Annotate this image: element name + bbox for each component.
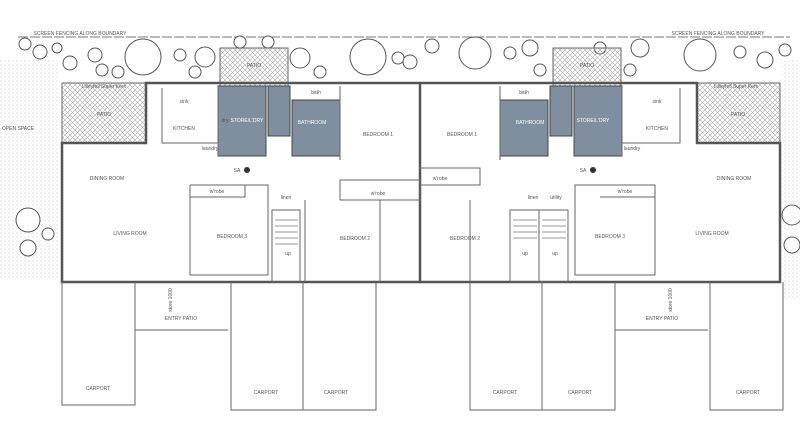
dry-label-left: dry <box>222 118 229 124</box>
interior-walls-right <box>420 86 681 283</box>
carport-label-6: CARPORT <box>736 390 760 396</box>
bathroom-label-right: BATHROOM <box>516 120 545 126</box>
unit-right-walls <box>420 81 782 284</box>
carport-label-3: CARPORT <box>324 390 348 396</box>
bathroom-right <box>499 99 549 157</box>
wrobe-label-3: w'robe <box>433 176 448 182</box>
patio-label-right: PATIO <box>731 112 745 118</box>
sa-label-right: SA <box>580 168 587 174</box>
up-label-left: up <box>285 251 291 257</box>
store-1000-left: store 1000 <box>168 288 174 312</box>
bathroom-left <box>291 99 341 157</box>
bathroom-label-left: BATHROOM <box>298 120 327 126</box>
sa-label-left: SA <box>234 168 241 174</box>
carports-left <box>61 282 377 411</box>
linen-label-right: linen <box>528 195 539 201</box>
bedroom3-label-left: BEDROOM 3 <box>217 234 247 240</box>
store-label-left: STORE/L'DRY <box>231 118 264 124</box>
paved-left <box>61 82 147 144</box>
patio-label-rear-right: PATIO <box>580 63 594 69</box>
pergola-label-right: Lilleyfell Super Kern <box>714 84 759 90</box>
kitchen-label-right: KITCHEN <box>646 126 668 132</box>
wrobe-label-1: w'robe <box>210 189 225 195</box>
wrobe-label-4: w'robe <box>618 189 633 195</box>
carport-label-1: CARPORT <box>86 386 110 392</box>
wc-left <box>267 85 291 137</box>
store-laundry-left <box>217 85 267 157</box>
fence-label-left: SCREEN FENCING ALONG BOUNDARY <box>34 31 128 37</box>
store-1000-right: store 1000 <box>668 288 674 312</box>
open-space-label: OPEN SPACE <box>2 126 35 132</box>
trees <box>15 35 800 257</box>
dining-label-left: DINING ROOM <box>90 176 124 182</box>
dining-label-right: DINING ROOM <box>717 176 751 182</box>
patio-label-left: PATIO <box>97 112 111 118</box>
entry-patio-right: ENTRY PATIO <box>646 316 679 322</box>
smoke-alarm-left <box>244 167 250 173</box>
patio-right-rear <box>552 47 622 87</box>
carport-label-5: CARPORT <box>568 390 592 396</box>
smoke-alarm-right <box>590 167 596 173</box>
living-label-right: LIVING ROOM <box>695 231 728 237</box>
patio-label-rear-left: PATIO <box>247 63 261 69</box>
store-label-right: STORE/L'DRY <box>577 118 610 124</box>
living-label-left: LIVING ROOM <box>113 231 146 237</box>
bedroom3-label-right: BEDROOM 3 <box>595 234 625 240</box>
laundry-label-right: laundry <box>624 146 641 152</box>
sink-label-right: sink <box>653 99 662 105</box>
stairs <box>275 219 566 245</box>
up-label-right-1: up <box>522 251 528 257</box>
room-labels: SCREEN FENCING ALONG BOUNDARY SCREEN FEN… <box>2 31 765 396</box>
bath-label-right: bath <box>519 90 529 96</box>
fence-label-right: SCREEN FENCING ALONG BOUNDARY <box>672 31 766 37</box>
utility-label: utility <box>550 195 562 201</box>
bedroom1-label-left: BEDROOM 1 <box>363 132 393 138</box>
wc-right <box>549 85 573 137</box>
bath-label-left: bath <box>311 90 321 96</box>
wrobe-label-2: w'robe <box>371 191 386 197</box>
laundry-label-left: laundry <box>202 146 219 152</box>
carport-label-2: CARPORT <box>254 390 278 396</box>
store-laundry-right <box>573 85 623 157</box>
pergola-label-left: Lilleyfell Super Kern <box>82 84 127 90</box>
bedroom1-label-right: BEDROOM 1 <box>447 132 477 138</box>
bedroom2-label-left: BEDROOM 2 <box>340 236 370 242</box>
kitchen-label-left: KITCHEN <box>173 126 195 132</box>
entry-patio-left: ENTRY PATIO <box>165 316 198 322</box>
carport-label-4: CARPORT <box>493 390 517 396</box>
interior-walls-left <box>161 86 421 283</box>
up-label-right-2: up <box>552 251 558 257</box>
open-space-right <box>782 60 800 300</box>
carports-right <box>469 282 784 411</box>
linen-label-left: linen <box>281 195 292 201</box>
bedroom2-label-right: BEDROOM 2 <box>450 236 480 242</box>
sink-label-left: sink <box>180 99 189 105</box>
